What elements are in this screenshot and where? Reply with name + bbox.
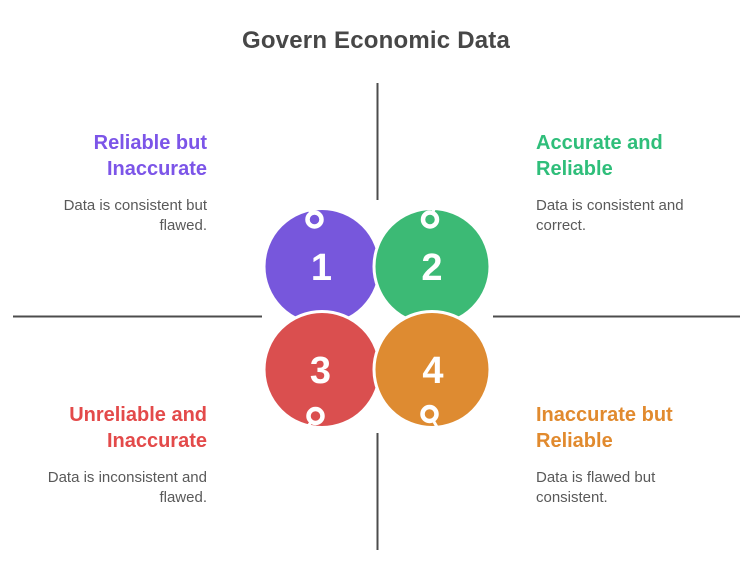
quadrant-heading: Inaccurate but Reliable (536, 402, 726, 454)
quadrant-top-left: Reliable but Inaccurate Data is consiste… (17, 130, 207, 236)
quadrant-bottom-left: Unreliable and Inaccurate Data is incons… (17, 402, 207, 508)
quadrant-description-line: Data is consistent and (536, 197, 684, 214)
quadrant-bottom-right: Inaccurate but Reliable Data is flawed b… (536, 402, 726, 508)
circle-4-shape (372, 310, 492, 429)
circle-3-pin-tail (302, 422, 312, 434)
quadrant-description: Data is consistent and correct. (536, 196, 726, 236)
circle-3-pin-ring-icon (306, 406, 325, 426)
quadrant-description: Data is flawed but consistent. (536, 468, 726, 508)
quadrant-heading-line: Inaccurate (106, 158, 207, 180)
circle-1-number: 1 (311, 247, 332, 289)
quadrant-description: Data is consistent but flawed. (17, 196, 207, 236)
circle-step-2: 2 (372, 201, 492, 326)
quadrant-heading-line: Reliable (536, 158, 613, 180)
quadrant-description-line: consistent. (536, 489, 608, 506)
quadrant-heading: Unreliable and Inaccurate (17, 402, 207, 454)
circle-2-number: 2 (421, 247, 442, 289)
quadrant-heading-line: Reliable but (93, 132, 207, 154)
circle-4-pin-ring-icon (420, 404, 439, 424)
circle-2-pin-ring-icon (420, 210, 440, 229)
quadrant-heading-line: Reliable (536, 430, 613, 452)
circle-3-number: 3 (310, 350, 331, 392)
quadrant-heading-line: Unreliable and (69, 404, 207, 426)
quadrant-heading-line: Accurate and (536, 132, 663, 154)
circle-step-1: 1 (262, 201, 382, 326)
quadrant-description-line: Data is inconsistent and (47, 469, 207, 486)
circle-1-pin-ring-icon (305, 210, 324, 229)
quadrant-description-line: flawed. (159, 217, 207, 234)
quadrant-heading-line: Inaccurate but (536, 404, 673, 426)
quadrant-heading: Accurate and Reliable (536, 130, 726, 182)
circle-4-pin-tail (432, 420, 440, 431)
circle-1-pin-tail (304, 201, 312, 213)
page-title: Govern Economic Data (241, 27, 511, 54)
quadrant-description-line: Data is flawed but (536, 469, 656, 486)
quadrant-description-line: correct. (536, 217, 587, 234)
circle-step-4: 4 (372, 310, 492, 431)
circle-step-3: 3 (262, 310, 382, 434)
quadrant-description-line: Data is consistent but (63, 197, 207, 214)
quadrant-heading-line: Inaccurate (106, 430, 207, 452)
quadrant-description-line: flawed. (159, 489, 207, 506)
quadrant-top-right: Accurate and Reliable Data is consistent… (536, 130, 726, 236)
circle-2-pin-tail (431, 201, 438, 213)
circle-4-number: 4 (422, 350, 443, 392)
quadrant-heading: Reliable but Inaccurate (17, 130, 207, 182)
quadrant-description: Data is inconsistent and flawed. (17, 468, 207, 508)
